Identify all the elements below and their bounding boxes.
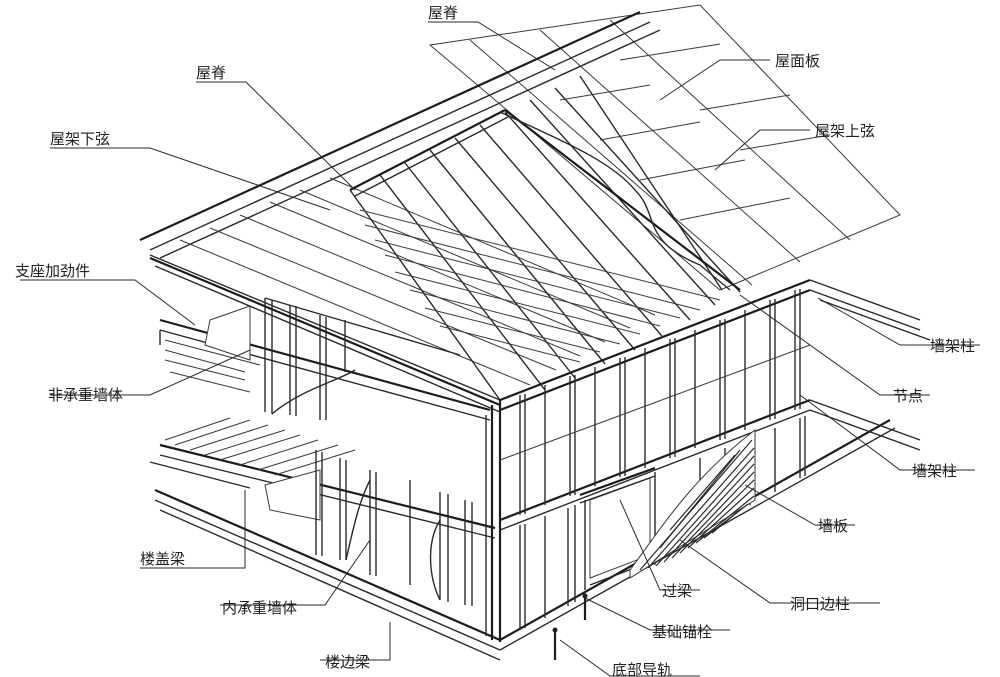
- truss-top-chords: [349, 75, 741, 401]
- label-truss-bottom-chord: 屋架下弦: [50, 130, 110, 148]
- labels: 屋脊 屋面板 屋脊 屋架上弦 屋架下弦 支座加劲件 非承重墙体 墙架柱 节点 墙…: [15, 4, 975, 677]
- label-joint: 节点: [893, 387, 923, 405]
- right-wall-upper-studs: [499, 289, 811, 515]
- label-wall-stud-1: 墙架柱: [930, 337, 975, 355]
- label-lintel: 过梁: [662, 582, 692, 600]
- left-roof-purlins: [149, 177, 656, 413]
- label-wall-stud-2: 墙架柱: [912, 462, 957, 480]
- label-foundation-anchor: 基础锚栓: [652, 623, 712, 641]
- upper-floor-joists: [159, 305, 491, 421]
- label-bottom-track: 底部导轨: [612, 661, 672, 677]
- label-support-stiffener: 支座加劲件: [15, 262, 90, 280]
- label-roof-sheathing: 屋面板: [775, 52, 820, 70]
- leader-lines: [20, 21, 980, 677]
- label-rim-beam: 楼边梁: [325, 653, 370, 671]
- label-truss-top-chord: 屋架上弦: [815, 122, 875, 140]
- middle-floor: [149, 417, 496, 539]
- foundation-anchors: [552, 593, 588, 660]
- truss-bottom-chords: [359, 209, 721, 363]
- label-non-load-bearing-wall: 非承重墙体: [48, 386, 123, 404]
- roof-ridge: [139, 10, 661, 259]
- upper-interior-wall: [264, 297, 461, 420]
- label-floor-joist: 楼盖梁: [140, 550, 185, 568]
- corner-column: [485, 400, 502, 642]
- lower-interior-wall: [315, 450, 473, 606]
- label-roof-purlin: 屋脊: [196, 64, 226, 82]
- roof-sheathing-edge: [499, 111, 731, 291]
- label-roof-ridge: 屋脊: [428, 4, 458, 22]
- label-wall-sheathing: 墙板: [818, 517, 848, 535]
- label-opening-stud: 洞口边柱: [790, 595, 850, 613]
- window-opening: [579, 466, 656, 590]
- label-interior-load-bearing-wall: 内承重墙体: [222, 599, 297, 617]
- roof-sheathing-panels: [428, 4, 901, 291]
